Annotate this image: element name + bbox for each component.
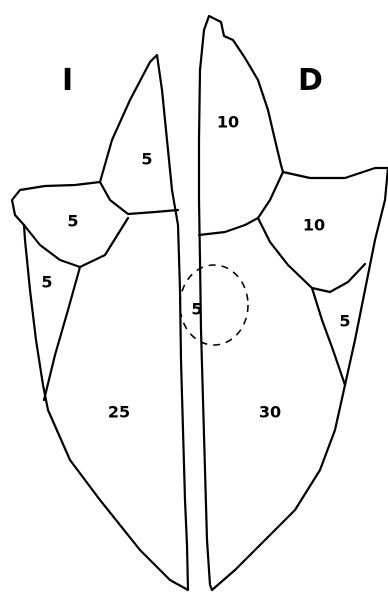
right-main-lobe-value: 30 — [259, 403, 281, 422]
center-dashed-circle — [180, 265, 248, 345]
left-wing-lobe-value: 5 — [67, 212, 78, 231]
left-inner-lobe-value: 5 — [41, 273, 52, 292]
right-wing-lobe-value: 10 — [303, 216, 325, 235]
right-outer-divider — [312, 288, 345, 385]
right-side-label: D — [298, 63, 323, 98]
left-main-lobe-value: 25 — [108, 403, 130, 422]
right-outer-outline — [199, 16, 388, 590]
left-upper-lobe-value: 5 — [141, 150, 152, 169]
center-circle-value: 5 — [191, 300, 202, 319]
right-upper-lobe-value: 10 — [217, 113, 239, 132]
left-outer-outline — [12, 55, 188, 590]
left-upper-wing-divider — [100, 182, 178, 214]
right-upper-wing-divider — [199, 172, 283, 235]
right-outer-lobe-value: 5 — [339, 312, 350, 331]
left-side-label: I — [62, 63, 73, 98]
